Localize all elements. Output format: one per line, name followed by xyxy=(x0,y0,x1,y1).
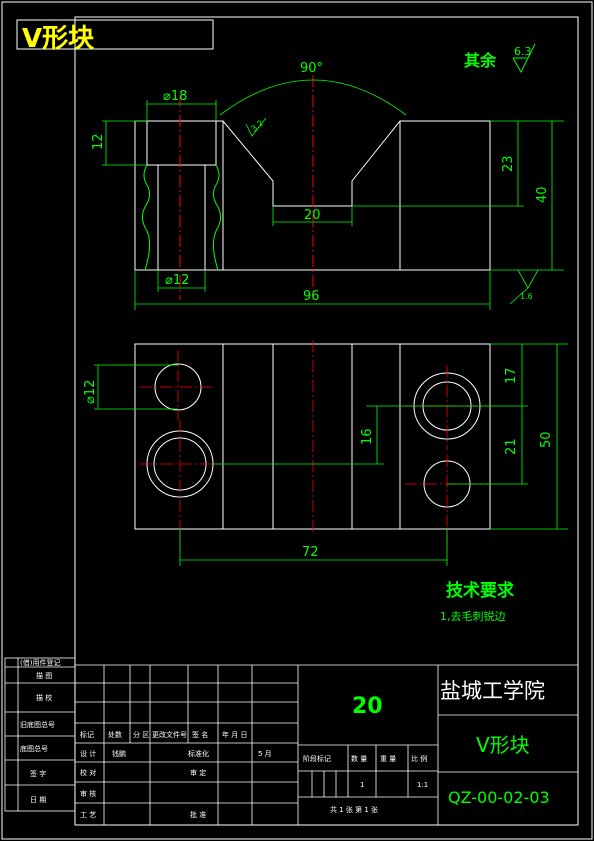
dim-h17: 17 xyxy=(504,367,519,384)
inner-frame xyxy=(74,16,579,826)
dim-h12: 12 xyxy=(91,133,106,150)
tb-row-label-0: 标记 xyxy=(80,730,94,739)
tb-month: 5 月 xyxy=(258,750,272,758)
roughness-note-label: 其余 xyxy=(464,51,497,70)
title-block-grid xyxy=(75,664,578,825)
roughness-1-6: 1.6 xyxy=(520,292,533,301)
tb-stage-label: 阶段标记 xyxy=(303,754,331,763)
dim-d12-top: ⌀12 xyxy=(83,380,98,404)
dim-d18: ⌀18 xyxy=(163,89,187,104)
tb-check-label: 校 对 xyxy=(80,768,96,777)
tb-approve-label: 批 准 xyxy=(190,810,206,819)
top-view xyxy=(134,343,491,530)
roughness-3-2: 3.2 xyxy=(250,118,266,133)
side-block-grid xyxy=(4,657,76,812)
roughness-symbol-icon xyxy=(512,43,536,74)
drawing-title: V形块 xyxy=(22,24,94,54)
dim-w20: 20 xyxy=(304,208,321,223)
tb-part-name: V形块 xyxy=(476,733,530,757)
tb-scale: 1:1 xyxy=(417,781,428,789)
dim-h23: 23 xyxy=(501,155,516,172)
section-break-line xyxy=(141,164,151,271)
tb-drawing-no: QZ-00-02-03 xyxy=(448,788,550,807)
tb-row-label-5: 年 月 日 xyxy=(222,730,247,739)
tb-school: 盐城工学院 xyxy=(440,679,545,703)
tb-sheet-info: 共 1 张 第 1 张 xyxy=(330,805,378,814)
dim-w72: 72 xyxy=(302,545,319,560)
dim-w96: 96 xyxy=(303,289,320,304)
dim-angle: 90° xyxy=(300,61,323,76)
dim-d12-front: ⌀12 xyxy=(165,273,189,288)
front-view xyxy=(134,120,491,271)
tb-std-label: 标准化 xyxy=(188,749,209,758)
side-label-1: 描 图 xyxy=(36,671,52,680)
tech-req-title: 技术要求 xyxy=(446,580,514,601)
title-box xyxy=(16,19,214,50)
tb-row-label-2: 分 区 xyxy=(133,730,149,739)
dim-h50: 50 xyxy=(539,431,554,448)
side-label-0: (借)用件登记 xyxy=(20,658,60,667)
side-label-6: 日 期 xyxy=(30,796,46,804)
dim-h16: 16 xyxy=(360,428,375,445)
side-label-5: 签 字 xyxy=(30,769,46,778)
tb-audit-label: 审 核 xyxy=(80,789,96,798)
side-label-3: 旧底图总号 xyxy=(20,720,55,729)
tb-row-label-1: 处数 xyxy=(108,730,122,739)
tb-row-label-3: 更改文件号 xyxy=(152,730,187,739)
dim-h21: 21 xyxy=(504,438,519,455)
tb-design-label: 设 计 xyxy=(80,749,96,758)
tb-craft-label: 工 艺 xyxy=(80,811,96,819)
dim-h40: 40 xyxy=(535,186,550,203)
tb-quantity-big: 20 xyxy=(352,694,383,719)
tb-weight-label: 重 量 xyxy=(380,755,396,763)
roughness-note-value: 6.3 xyxy=(514,45,532,58)
tb-designer: 钱鹏 xyxy=(112,749,126,758)
tech-req-item-1: 1,去毛刺锐边 xyxy=(440,609,506,623)
tb-row-label-4: 签 名 xyxy=(192,730,208,739)
tb-scale-label: 比 例 xyxy=(411,754,427,763)
side-label-4: 底图总号 xyxy=(20,744,48,753)
tb-qty-label: 数 量 xyxy=(351,754,367,763)
tb-review-label: 审 定 xyxy=(190,768,206,777)
tb-qty: 1 xyxy=(360,781,364,789)
side-label-2: 描 校 xyxy=(36,693,52,702)
